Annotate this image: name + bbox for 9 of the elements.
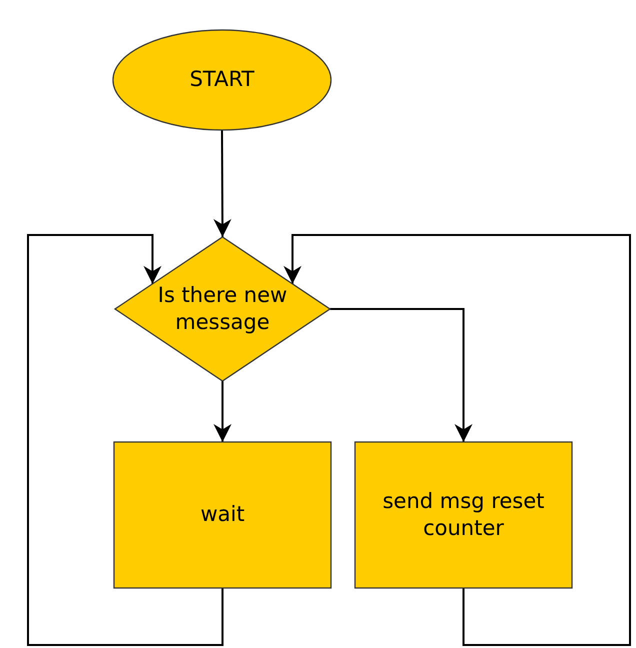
arrow	[27, 234, 224, 646]
arrow	[213, 130, 232, 237]
node-label: wait	[199, 501, 246, 528]
node-label: Is there new message	[156, 282, 288, 336]
arrow	[284, 234, 631, 646]
arrow	[214, 381, 232, 442]
arrow	[330, 308, 472, 442]
node-label: send msg reset counter	[382, 488, 546, 542]
node-label: START	[188, 66, 256, 94]
